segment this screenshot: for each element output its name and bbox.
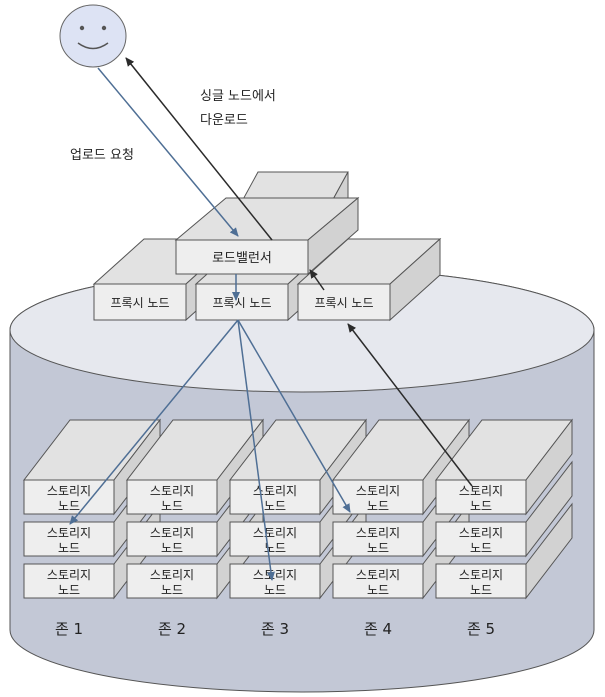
storage-node-label-line2: 노드 (367, 583, 389, 597)
storage-node-label-line1: 스토리지 (150, 484, 194, 498)
storage-node-label-line1: 스토리지 (150, 526, 194, 540)
storage-node-box: 스토리지 노드 (435, 460, 573, 558)
storage-node-label-line1: 스토리지 (459, 526, 503, 540)
download-response-arrow (125, 57, 273, 241)
storage-node-label-line1: 스토리지 (253, 568, 297, 582)
storage-node-label-line2: 노드 (264, 499, 286, 513)
storage-node-label-line2: 노드 (161, 583, 183, 597)
proxy-to-zone1-arrow (69, 319, 239, 525)
zone5-to-proxy-arrow (347, 323, 473, 487)
proxy-node-box: 프록시 노드 (296, 237, 442, 322)
load-balancer-label: 로드밸런서 (212, 251, 272, 266)
storage-node-label-line1: 스토리지 (356, 526, 400, 540)
storage-node-label-line2: 노드 (367, 541, 389, 555)
upload-request-label: 업로드 요청 (70, 148, 134, 163)
proxy-to-zone4-arrow (237, 319, 351, 513)
user-smiley-icon (59, 4, 127, 68)
storage-node-box: 스토리지 노드 (434, 418, 574, 516)
storage-node-label-line2: 노드 (367, 499, 389, 513)
proxy-to-zone3-arrow (237, 319, 275, 581)
zone-label: 존 1 (55, 620, 83, 638)
storage-node-label-line1: 스토리지 (356, 484, 400, 498)
storage-node-label-line2: 노드 (161, 541, 183, 555)
storage-node-label-line2: 노드 (58, 583, 80, 597)
storage-node-label-line1: 스토리지 (150, 568, 194, 582)
storage-node-label-line1: 스토리지 (356, 568, 400, 582)
proxy-node-label: 프록시 노드 (314, 296, 373, 310)
storage-node-box: 스토리지 노드 (435, 502, 573, 600)
storage-node-label-line1: 스토리지 (253, 526, 297, 540)
load-balancer-box: 로드밸런서 (174, 196, 360, 276)
storage-node-label-line2: 노드 (470, 541, 492, 555)
storage-node-label-line1: 스토리지 (459, 484, 503, 498)
arrows (69, 57, 473, 581)
storage-node-box: 스토리지 노드 (22, 418, 162, 516)
zone-label: 존 3 (261, 620, 289, 638)
upload-request-arrow (97, 67, 239, 237)
storage-node-box: 스토리지 노드 (125, 418, 265, 516)
proxy-node-label: 프록시 노드 (212, 296, 271, 310)
storage-node-label-line2: 노드 (58, 499, 80, 513)
zone-label: 존 5 (467, 620, 495, 638)
storage-node-label-line2: 노드 (264, 583, 286, 597)
zone-5: 스토리지 노드 스토리지 노드 스토리지 노드 존 5 (434, 418, 574, 638)
storage-node-label-line2: 노드 (264, 541, 286, 555)
storage-node-label-line1: 스토리지 (47, 568, 91, 582)
storage-node-label-line2: 노드 (470, 583, 492, 597)
storage-node-label-line1: 스토리지 (253, 484, 297, 498)
storage-node-label-line1: 스토리지 (459, 568, 503, 582)
storage-node-label-line2: 노드 (470, 499, 492, 513)
storage-node-label-line1: 스토리지 (47, 484, 91, 498)
zone-label: 존 4 (364, 620, 392, 638)
proxy-to-lb-arrow (309, 269, 325, 291)
download-label-line1: 싱글 노드에서 (200, 89, 276, 104)
proxy-node-label: 프록시 노드 (110, 296, 169, 310)
storage-node-label-line2: 노드 (161, 499, 183, 513)
storage-node-label-line1: 스토리지 (47, 526, 91, 540)
download-label-line2: 다운로드 (200, 113, 248, 128)
storage-node-label-line2: 노드 (58, 541, 80, 555)
zone-label: 존 2 (158, 620, 186, 638)
